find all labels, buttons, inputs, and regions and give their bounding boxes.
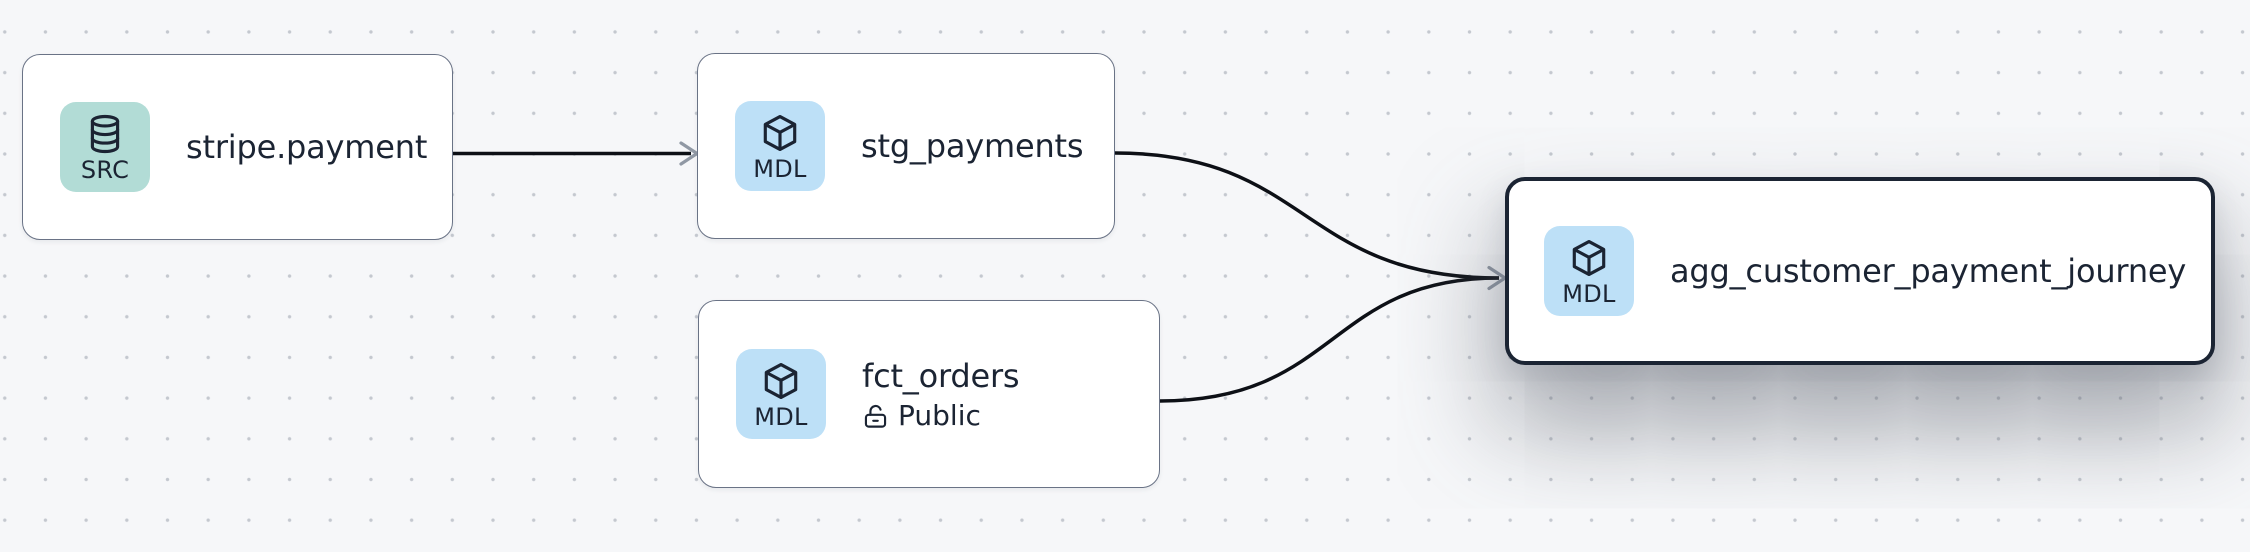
node-stripe-payment[interactable]: SRC stripe.payment (22, 54, 453, 240)
edge-fct-orders-to-agg-customer-payment-journey (1159, 276, 1500, 403)
model-badge: MDL (1544, 226, 1634, 316)
node-agg-customer-payment-journey[interactable]: MDL agg_customer_payment_journey (1505, 177, 2215, 365)
badge-label: SRC (80, 155, 130, 184)
arrowhead-icon (679, 141, 699, 166)
badge-label: MDL (753, 154, 807, 183)
access-label: Public (898, 399, 981, 433)
node-title: stripe.payment (186, 128, 428, 166)
cube-icon (764, 362, 798, 399)
node-title: stg_payments (861, 127, 1084, 165)
unlock-icon (864, 404, 887, 428)
cube-icon (763, 114, 797, 151)
model-badge: MDL (735, 101, 825, 191)
badge-label: MDL (1562, 279, 1616, 308)
node-stg-payments[interactable]: MDL stg_payments (697, 53, 1115, 239)
access-row: Public (862, 399, 1019, 433)
node-fct-orders[interactable]: MDL fct_orders Public (698, 300, 1160, 488)
node-title: agg_customer_payment_journey (1670, 252, 2187, 290)
source-badge: SRC (60, 102, 150, 192)
database-icon (90, 114, 120, 153)
arrowhead-icon (1487, 265, 1507, 291)
badge-label: MDL (754, 402, 808, 431)
model-badge: MDL (736, 349, 826, 439)
edge-stg-payments-to-agg-customer-payment-journey (1114, 151, 1500, 280)
cube-icon (1572, 239, 1606, 276)
node-title: fct_orders (862, 357, 1020, 396)
